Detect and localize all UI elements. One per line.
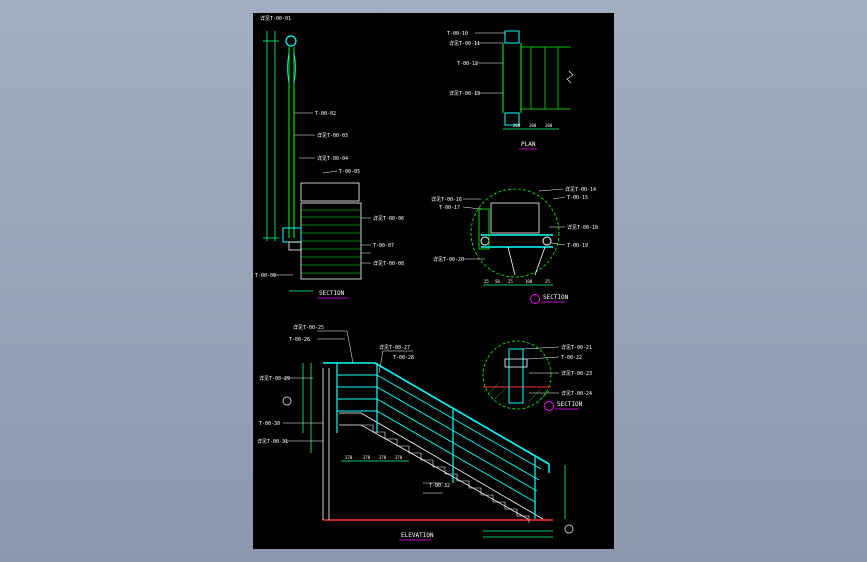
section-c-title: SECTION — [557, 401, 583, 408]
plan-post — [504, 30, 520, 44]
plan-dim-text: 200 — [545, 123, 553, 128]
section-a-callout: T-00-05 — [339, 169, 360, 175]
base-plate — [288, 241, 302, 251]
section-b-marker — [530, 294, 540, 304]
elevation-title: ELEVATION — [401, 532, 434, 539]
elevation-steps — [361, 424, 530, 523]
plan-leaders — [475, 32, 505, 94]
elevation-callout: T-00-28 — [393, 355, 414, 361]
section-b-dim-text: 50 — [495, 279, 500, 284]
elevation-dim-text: 270 — [395, 455, 403, 460]
section-b-dim-text: 25 — [545, 279, 550, 284]
plan-dim-text: 200 — [529, 123, 537, 128]
elevation-callout: 详见T-00-25 — [293, 324, 324, 331]
section-b-brace — [507, 246, 546, 276]
elevation-callout: 详见T-00-29 — [259, 375, 290, 382]
section-a-callout: T-00-07 — [373, 243, 394, 249]
section-b-callout: T-00-17 — [439, 205, 460, 211]
section-a-callout: 详见T-00-04 — [317, 155, 348, 162]
section-b-bolt — [542, 236, 552, 246]
elevation-callout: T-00-32 — [429, 483, 450, 489]
plan-view: 200 200 200 T-00-10 详见T-00-11 T-00-12 详见… — [447, 30, 574, 150]
section-b-dim-text: 100 — [525, 279, 533, 284]
section-b-callout: 详见T-00-14 — [565, 186, 596, 193]
elevation-leaders — [283, 330, 443, 494]
elevation-dim-text: 270 — [363, 455, 371, 460]
baluster-profile — [287, 52, 296, 84]
stair-stringer — [300, 182, 360, 202]
detail-circle — [482, 340, 552, 410]
section-a-title: SECTION — [319, 290, 345, 297]
handrail-knob — [285, 35, 297, 47]
elevation-dim-text: 270 — [379, 455, 387, 460]
section-b-callout: T-00-19 — [567, 243, 588, 249]
section-a-callout: T-00-02 — [315, 111, 336, 117]
section-c-callout: T-00-22 — [561, 355, 582, 361]
section-b-callout: 详见T-00-20 — [433, 256, 464, 263]
section-b-bolt — [480, 236, 490, 246]
section-b-leaders — [462, 188, 566, 260]
plan-break-line — [566, 70, 574, 84]
section-a-leaders — [273, 112, 371, 276]
plan-callout: 详见T-00-13 — [449, 90, 480, 97]
elevation-dim-text: 270 — [345, 455, 353, 460]
base-bracket — [282, 227, 302, 243]
plan-dim-text: 200 — [513, 123, 521, 128]
section-b-title: SECTION — [543, 294, 569, 301]
plan-callout: T-00-10 — [447, 31, 468, 37]
stair-railing-drawing: 详见T-00-01 T-00-02 详见T-00-03 详见T-00-04 T-… — [255, 15, 598, 541]
elevation-stringer — [339, 424, 529, 520]
elevation-callout: T-00-30 — [259, 421, 280, 427]
section-c-callout: 详见T-00-21 — [561, 344, 592, 351]
section-c-plate — [504, 358, 528, 368]
tread-lines — [301, 209, 361, 274]
section-b-dim-text: 25 — [484, 279, 489, 284]
section-c-leaders — [522, 346, 560, 394]
section-a-callout: 详见T-00-08 — [373, 260, 404, 267]
section-a-view: 详见T-00-01 T-00-02 详见T-00-03 详见T-00-04 T-… — [255, 15, 404, 299]
section-c-callout: 详见T-00-23 — [561, 370, 592, 377]
plan-title: PLAN — [521, 141, 536, 148]
elevation-callout: 详见T-00-27 — [379, 344, 410, 351]
section-c-post — [508, 348, 524, 404]
section-a-callout: 详见T-00-01 — [260, 15, 291, 22]
section-b-post — [478, 208, 490, 250]
drawing-sheet[interactable]: 详见T-00-01 T-00-02 详见T-00-03 详见T-00-04 T-… — [253, 13, 614, 549]
elevation-datum-marker — [564, 524, 574, 534]
section-b-callout: 详见T-00-16 — [431, 196, 462, 203]
section-b-callout: 详见T-00-18 — [567, 224, 598, 231]
elevation-callout: T-00-26 — [289, 337, 310, 343]
plan-treads — [521, 46, 571, 110]
section-a-callout: 详见T-00-06 — [373, 215, 404, 222]
section-c-view: 详见T-00-21 T-00-22 详见T-00-23 详见T-00-24 SE… — [482, 340, 592, 411]
elevation-view: 270 270 270 270 详见T-00-25 T-00- — [257, 324, 574, 541]
section-c-marker — [544, 401, 554, 411]
elevation-datum-marker — [282, 396, 292, 406]
elevation-stringer — [339, 412, 544, 520]
section-a-callout: 详见T-00-03 — [317, 132, 348, 139]
elevation-callout: 详见T-00-31 — [257, 438, 288, 445]
section-b-stringer — [490, 202, 540, 234]
detail-circle — [470, 188, 560, 278]
section-b-dim-text: 25 — [508, 279, 513, 284]
section-a-callout: T-00-09 — [255, 273, 276, 279]
section-b-view: 25 50 25 100 25 详见T-00-14 T-00-15 详见T-00… — [431, 186, 598, 304]
plan-callout: T-00-12 — [457, 61, 478, 67]
section-c-callout: 详见T-00-24 — [561, 390, 592, 397]
plan-post — [504, 112, 520, 126]
handrail — [374, 362, 550, 465]
section-b-callout: T-00-15 — [567, 195, 588, 201]
horizontal-rails — [337, 374, 542, 503]
plan-callout: 详见T-00-11 — [449, 40, 480, 47]
